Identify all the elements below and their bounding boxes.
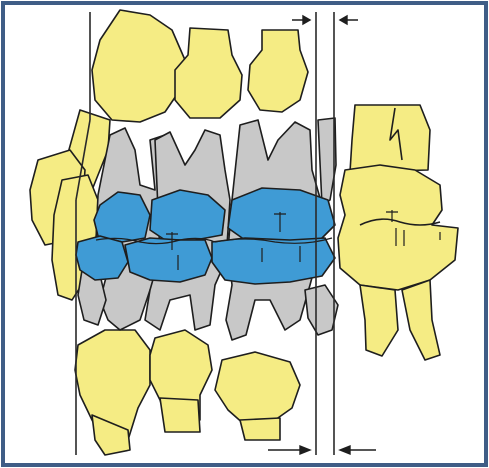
blue-crown-upper-3: [228, 188, 335, 242]
lower-root-mid: [160, 398, 200, 432]
blue-crown-lower-1: [76, 236, 128, 280]
blue-crown-lower-2: [125, 238, 212, 282]
lower-root-right: [240, 418, 280, 440]
blue-crowns: [76, 188, 335, 284]
